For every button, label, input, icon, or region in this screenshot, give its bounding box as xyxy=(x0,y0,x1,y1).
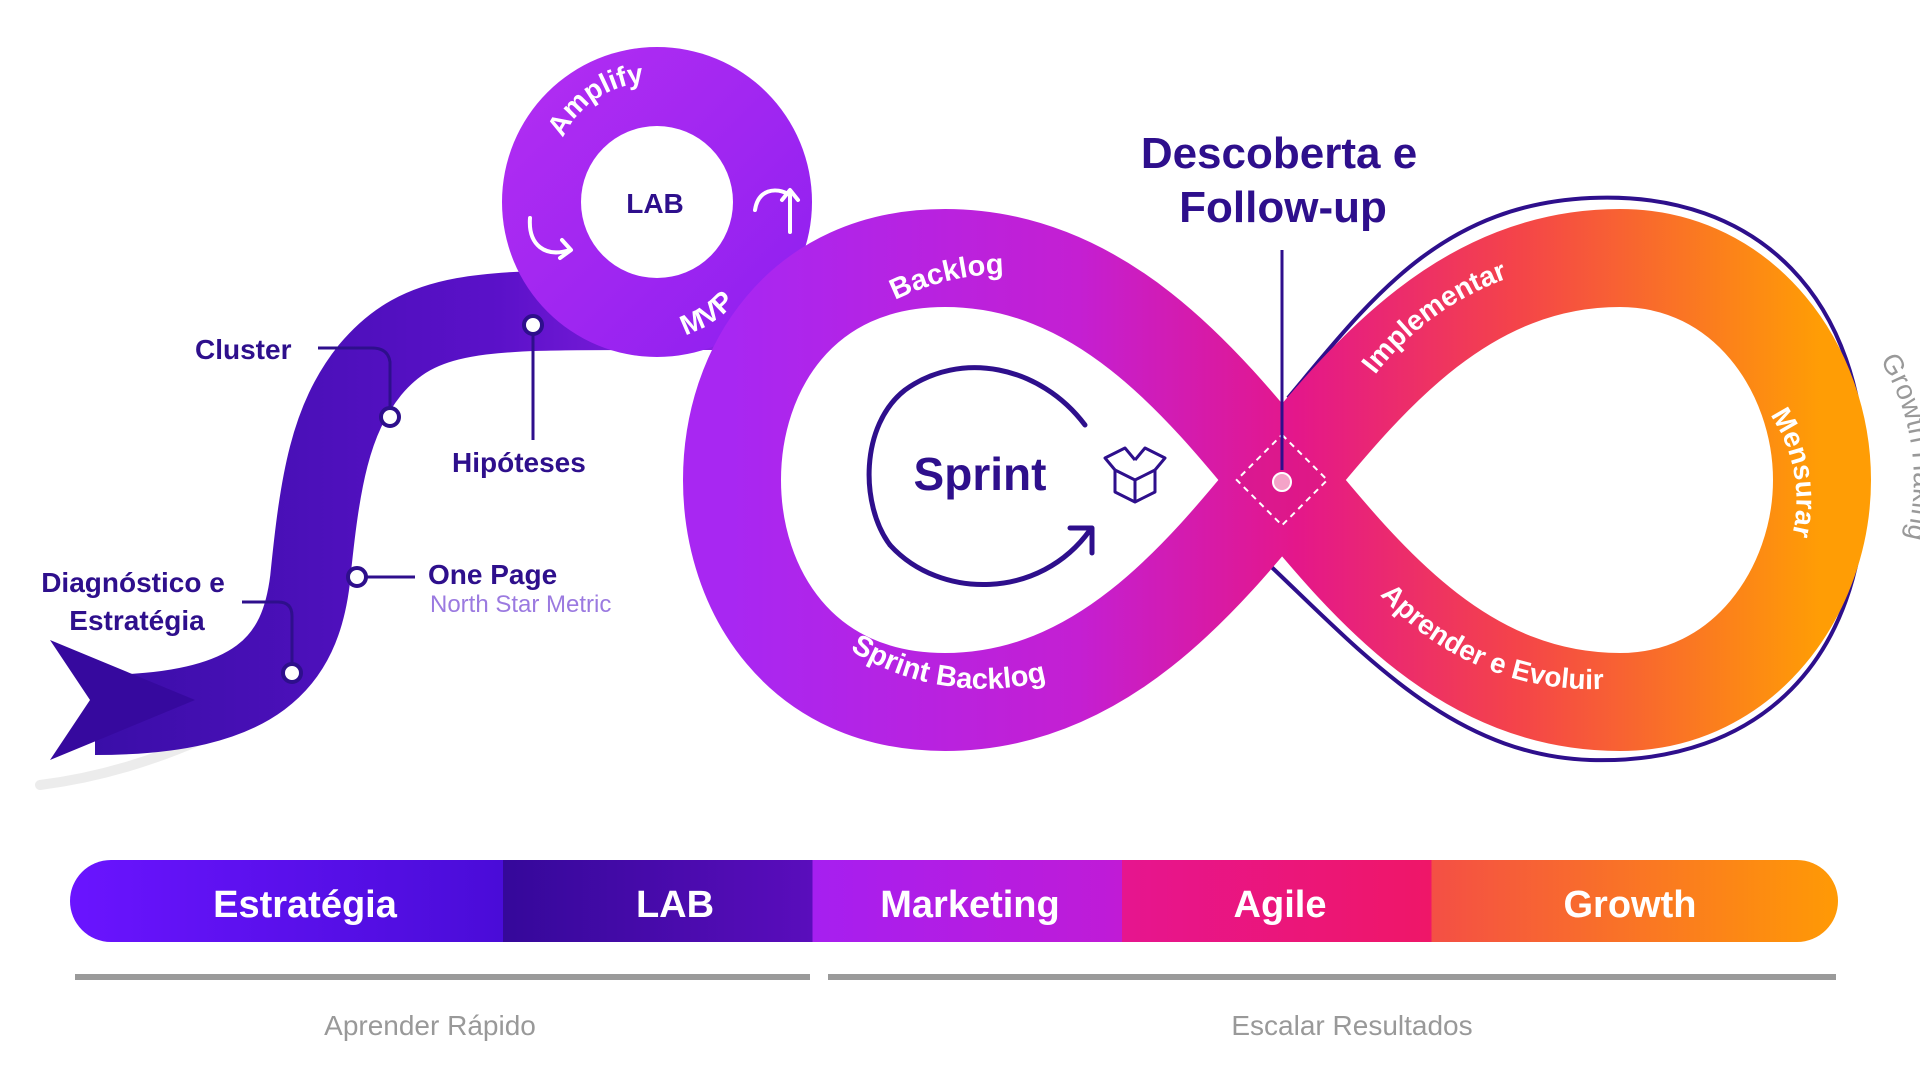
phase-marketing: Marketing xyxy=(880,884,1059,926)
infinity-loop xyxy=(683,209,1871,751)
phase-growth: Growth xyxy=(1564,884,1697,926)
descoberta-title-line2: Follow-up xyxy=(1179,183,1387,232)
diagnostico-label: Diagnóstico e xyxy=(41,567,225,598)
start-arrow-icon xyxy=(50,640,195,760)
phase-estrategia: Estratégia xyxy=(213,884,398,926)
one-page-label: One Page xyxy=(428,559,557,590)
cluster-label: Cluster xyxy=(195,334,292,365)
hipoteses-label: Hipóteses xyxy=(452,447,586,478)
aprender-rapido-label: Aprender Rápido xyxy=(324,1010,536,1041)
box-icon xyxy=(1103,446,1167,504)
phase-bar: Estratégia LAB Marketing Agile Growth xyxy=(70,860,1838,942)
descoberta-title-line1: Descoberta e xyxy=(1141,129,1417,178)
phase-agile: Agile xyxy=(1234,884,1327,926)
growth-haking-label: Growth Haking xyxy=(1875,348,1920,544)
north-star-label: North Star Metric xyxy=(430,591,611,618)
lab-ring: LAB Amplify MVP xyxy=(502,47,812,357)
estrategia-label: Estratégia xyxy=(69,605,205,636)
phase-lab: LAB xyxy=(636,884,714,926)
escalar-resultados-label: Escalar Resultados xyxy=(1231,1010,1472,1041)
sprint-cycle-icon xyxy=(866,365,1095,588)
sprint-label: Sprint xyxy=(914,448,1047,500)
lab-cycle-arrows-icon xyxy=(527,188,800,260)
lab-center-label: LAB xyxy=(626,188,684,219)
journey-callouts xyxy=(242,334,535,665)
